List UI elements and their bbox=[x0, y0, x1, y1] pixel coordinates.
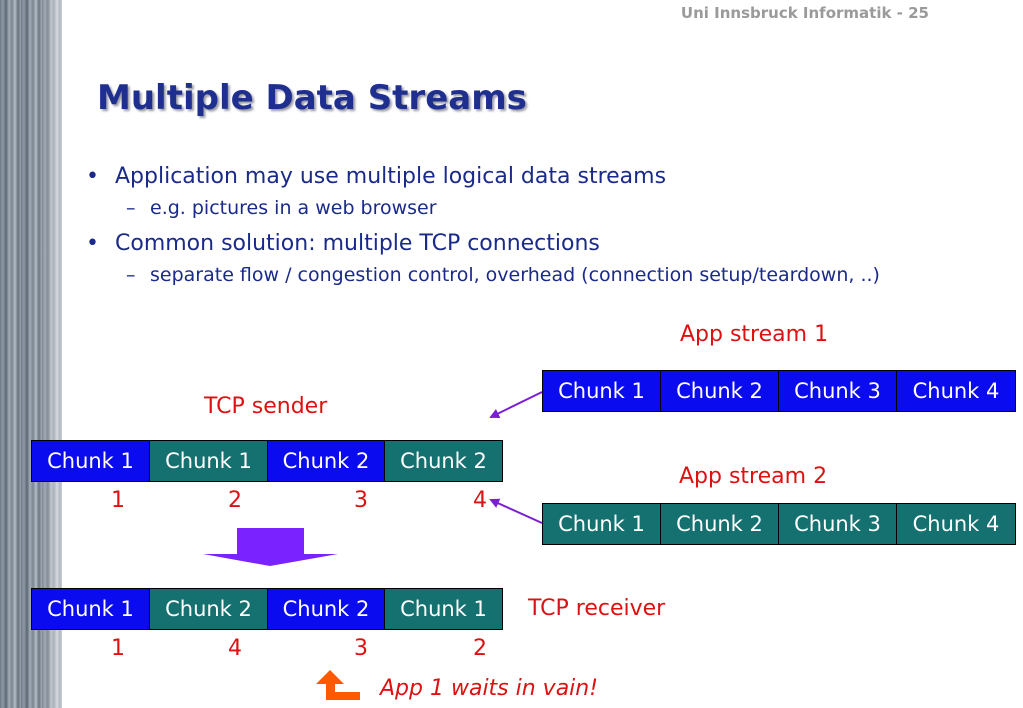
tcp-sender-label: TCP sender bbox=[204, 394, 328, 419]
app2-chunk-2: Chunk 2 bbox=[661, 504, 779, 544]
app1-chunk-2: Chunk 2 bbox=[661, 371, 779, 411]
sender-seq-4: 4 bbox=[473, 488, 487, 513]
slide-header: Uni Innsbruck Informatik - 25 bbox=[680, 4, 929, 22]
app1-chunk-4: Chunk 4 bbox=[897, 371, 1015, 411]
app-stream-2-label: App stream 2 bbox=[679, 464, 828, 489]
receiver-chunk-4: Chunk 1 bbox=[385, 589, 502, 629]
bullet-2: Common solution: multiple TCP connection… bbox=[86, 231, 1006, 256]
app-stream-2-row: Chunk 1 Chunk 2 Chunk 3 Chunk 4 bbox=[542, 503, 1016, 545]
app2-chunk-4: Chunk 4 bbox=[897, 504, 1015, 544]
app1-chunk-1: Chunk 1 bbox=[543, 371, 661, 411]
sender-chunk-1: Chunk 1 bbox=[32, 441, 150, 481]
wait-label: App 1 waits in vain! bbox=[380, 676, 599, 701]
slide-title: Multiple Data Streams bbox=[97, 78, 527, 118]
sender-chunk-4: Chunk 2 bbox=[385, 441, 502, 481]
tcp-receiver-label: TCP receiver bbox=[528, 596, 666, 621]
receiver-seq-3: 3 bbox=[354, 636, 368, 661]
app2-chunk-3: Chunk 3 bbox=[779, 504, 897, 544]
sub-bullet-1: e.g. pictures in a web browser bbox=[86, 197, 1006, 219]
receiver-chunk-3: Chunk 2 bbox=[268, 589, 385, 629]
side-stripe-decoration bbox=[0, 0, 62, 708]
receiver-seq-2: 4 bbox=[228, 636, 242, 661]
sender-seq-2: 2 bbox=[228, 488, 242, 513]
wait-arrow-icon bbox=[316, 670, 360, 700]
sender-chunk-2: Chunk 1 bbox=[150, 441, 268, 481]
sender-chunk-3: Chunk 2 bbox=[268, 441, 385, 481]
tcp-receiver-row: Chunk 1 Chunk 2 Chunk 2 Chunk 1 bbox=[31, 588, 503, 630]
receiver-chunk-1: Chunk 1 bbox=[32, 589, 150, 629]
arrow-stream1-to-sender bbox=[489, 391, 543, 418]
bullet-1: Application may use multiple logical dat… bbox=[86, 164, 1006, 189]
app-stream-1-label: App stream 1 bbox=[680, 322, 829, 347]
receiver-seq-4: 2 bbox=[473, 636, 487, 661]
sender-seq-3: 3 bbox=[354, 488, 368, 513]
app1-chunk-3: Chunk 3 bbox=[779, 371, 897, 411]
app-stream-1-row: Chunk 1 Chunk 2 Chunk 3 Chunk 4 bbox=[542, 370, 1016, 412]
sender-seq-1: 1 bbox=[111, 488, 125, 513]
app2-chunk-1: Chunk 1 bbox=[543, 504, 661, 544]
bullet-list: Application may use multiple logical dat… bbox=[86, 164, 1006, 298]
tcp-sender-row: Chunk 1 Chunk 1 Chunk 2 Chunk 2 bbox=[31, 440, 503, 482]
arrow-stream2-to-sender bbox=[489, 498, 543, 524]
receiver-chunk-2: Chunk 2 bbox=[150, 589, 268, 629]
big-down-arrow bbox=[203, 528, 338, 566]
sub-bullet-2: separate flow / congestion control, over… bbox=[86, 264, 1006, 286]
receiver-seq-1: 1 bbox=[111, 636, 125, 661]
